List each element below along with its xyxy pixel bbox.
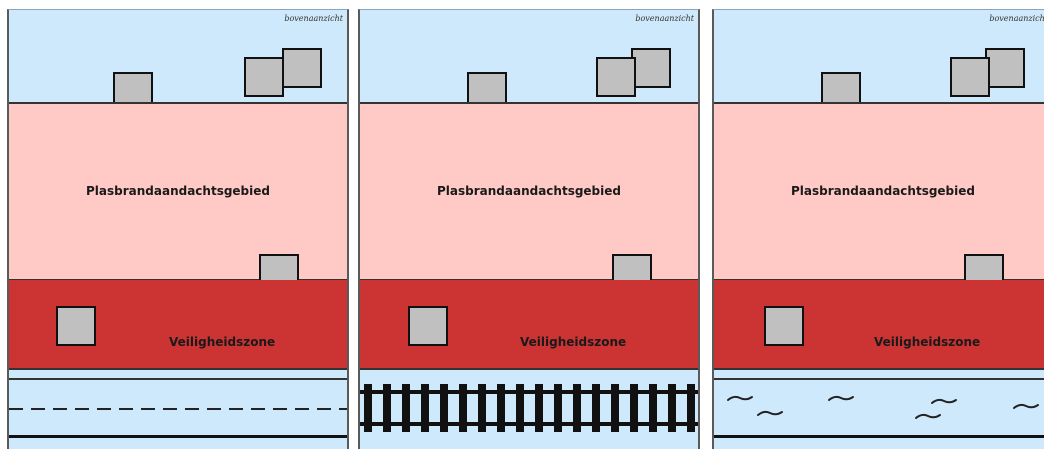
sleeper [440, 384, 448, 432]
wave-icon [931, 398, 957, 404]
panel-waterway: bovenaanzicht Plasbrandaandachtsgebied V… [712, 9, 1044, 449]
sleeper [535, 384, 543, 432]
building-icon [408, 306, 448, 346]
building-icon [985, 48, 1025, 88]
sleeper [364, 384, 372, 432]
view-label: bovenaanzicht [989, 14, 1044, 23]
fire-area: Plasbrandaandachtsgebied [714, 102, 1044, 294]
safety-zone: Veiligheidszone [360, 280, 698, 370]
wave-icon [915, 413, 941, 419]
fire-area: Plasbrandaandachtsgebied [9, 102, 347, 294]
panel-railway: bovenaanzicht Plasbrandaandachtsgebied V… [358, 9, 700, 449]
safety-zone-label: Veiligheidszone [169, 335, 276, 349]
safety-zone: Veiligheidszone [9, 280, 347, 370]
building-icon [764, 306, 804, 346]
sleeper [516, 384, 524, 432]
road-icon [9, 378, 347, 438]
safety-zone-label: Veiligheidszone [874, 335, 981, 349]
fire-area-label: Plasbrandaandachtsgebied [85, 184, 270, 198]
sleeper [478, 384, 486, 432]
wave-icon [757, 410, 783, 416]
view-label: bovenaanzicht [635, 14, 694, 23]
building-icon [631, 48, 671, 88]
fire-area: Plasbrandaandachtsgebied [360, 102, 698, 294]
safety-zone: Veiligheidszone [714, 280, 1044, 370]
rail [360, 390, 698, 394]
sleeper [630, 384, 638, 432]
sleeper [649, 384, 657, 432]
safety-zone-label: Veiligheidszone [520, 335, 627, 349]
sleeper [592, 384, 600, 432]
wave-icon [727, 395, 753, 401]
waterway-icon [714, 378, 1044, 438]
sleeper [668, 384, 676, 432]
rail [360, 422, 698, 426]
building-icon [950, 57, 990, 97]
sleeper [459, 384, 467, 432]
sleeper [554, 384, 562, 432]
building-icon [596, 57, 636, 97]
sleeper [402, 384, 410, 432]
sleeper [573, 384, 581, 432]
sleeper [383, 384, 391, 432]
fire-area-label: Plasbrandaandachtsgebied [790, 184, 975, 198]
panel-road: bovenaanzicht Plasbrandaandachtsgebied V… [7, 9, 349, 449]
fire-area-label: Plasbrandaandachtsgebied [436, 184, 621, 198]
view-label: bovenaanzicht [284, 14, 343, 23]
wave-icon [1013, 403, 1039, 409]
building-icon [244, 57, 284, 97]
sleeper [497, 384, 505, 432]
sleeper [611, 384, 619, 432]
building-icon [282, 48, 322, 88]
wave-icon [828, 395, 854, 401]
railway-icon [360, 378, 698, 438]
sleeper [687, 384, 695, 432]
sleeper [421, 384, 429, 432]
building-icon [56, 306, 96, 346]
